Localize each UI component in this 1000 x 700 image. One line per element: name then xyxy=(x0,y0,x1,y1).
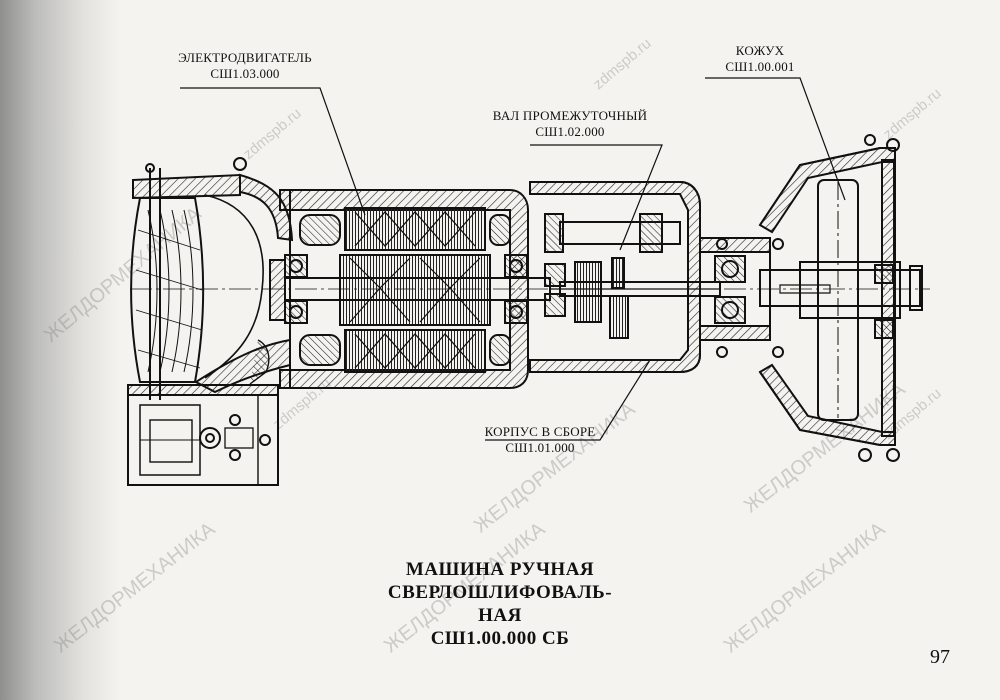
label-housing-name: КОРПУС В СБОРЕ xyxy=(484,424,596,439)
title-line-4: СШ1.00.000 СБ xyxy=(430,628,570,649)
leader-lines xyxy=(180,77,846,441)
label-shaft-name: ВАЛ ПРОМЕЖУТОЧНЫЙ xyxy=(492,108,648,123)
label-motor-code: СШ1.03.000 xyxy=(210,66,280,81)
label-casing-name: КОЖУХ xyxy=(735,43,785,58)
spindle xyxy=(699,237,923,358)
label-casing-code: СШ1.00.001 xyxy=(725,59,795,74)
label-housing: КОРПУС В СБОРЕ СШ1.01.000 xyxy=(470,424,610,456)
title-line-1: МАШИНА РУЧНАЯ xyxy=(405,559,595,580)
gear-housing xyxy=(529,181,721,373)
casing xyxy=(758,134,901,462)
page-number: 97 xyxy=(930,646,950,668)
switch-box xyxy=(127,384,279,486)
handle xyxy=(130,157,247,400)
label-motor-name: ЭЛЕКТРОДВИГАТЕЛЬ xyxy=(178,50,312,65)
label-casing: КОЖУХ СШ1.00.001 xyxy=(700,43,820,75)
label-shaft: ВАЛ ПРОМЕЖУТОЧНЫЙ СШ1.02.000 xyxy=(470,108,670,140)
book-binding-shadow xyxy=(0,0,120,700)
title-line-2: СВЕРЛОШЛИФОВАЛЬ- xyxy=(387,582,613,603)
label-housing-code: СШ1.01.000 xyxy=(505,440,575,455)
body-frame xyxy=(194,173,294,394)
label-shaft-code: СШ1.02.000 xyxy=(535,124,605,139)
label-motor: ЭЛЕКТРОДВИГАТЕЛЬ СШ1.03.000 xyxy=(150,50,340,82)
title-line-3: НАЯ xyxy=(478,605,522,626)
drawing-title: МАШИНА РУЧНАЯ СВЕРЛОШЛИФОВАЛЬ- НАЯ СШ1.0… xyxy=(300,558,700,650)
motor-housing xyxy=(269,189,551,389)
